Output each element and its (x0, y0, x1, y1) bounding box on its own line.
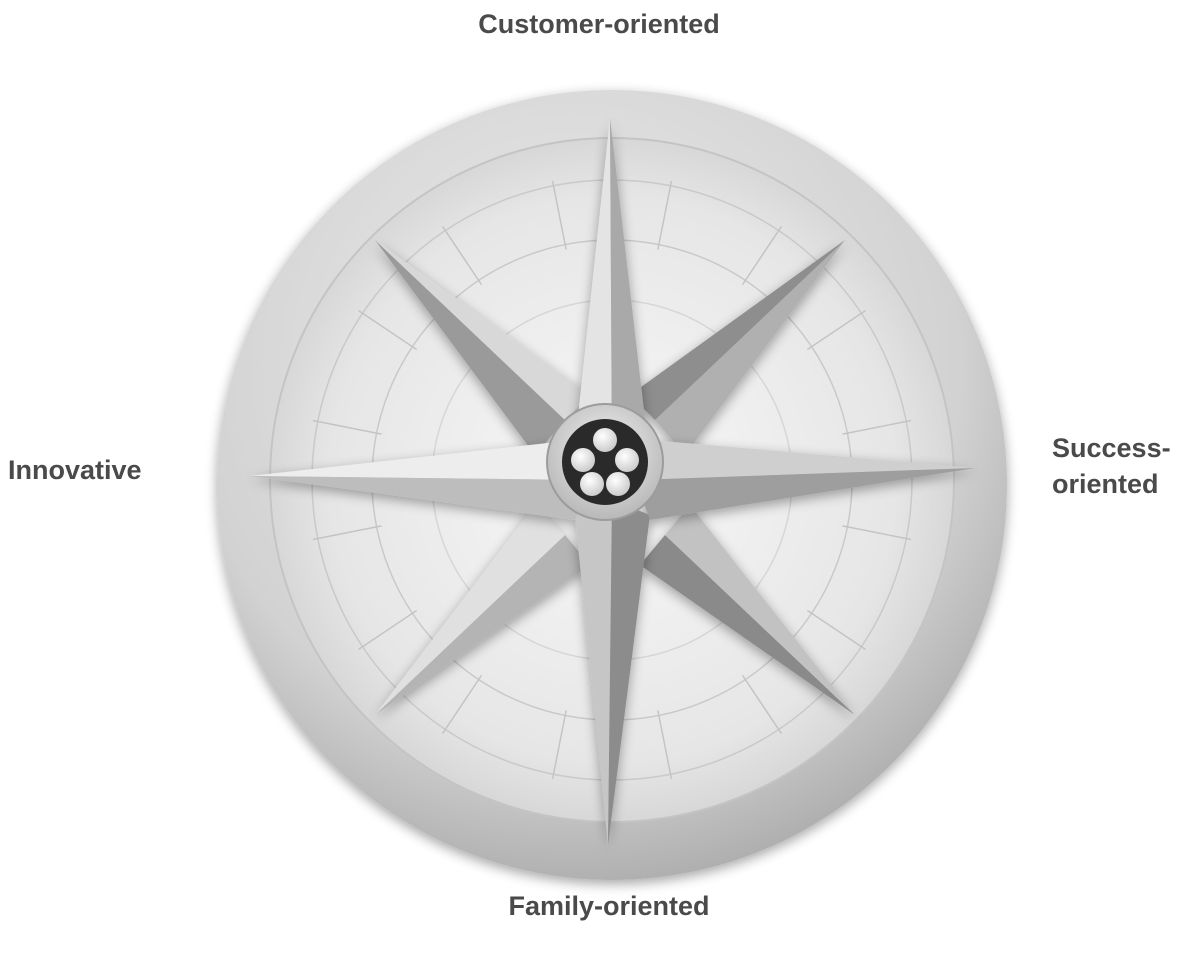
compass-intercardinal-points (375, 240, 855, 715)
label-family-oriented: Family-oriented (508, 891, 710, 921)
compass-tick (441, 225, 483, 286)
compass-tick (842, 525, 912, 541)
compass-tick (657, 180, 673, 250)
label-success-oriented-line2: oriented (1052, 469, 1159, 499)
five-dot-logo-icon (546, 403, 664, 521)
compass-tick (441, 674, 483, 735)
compass-tick (357, 309, 418, 351)
compass-tick (551, 710, 567, 780)
compass-tick (741, 225, 783, 286)
compass-tick (357, 609, 418, 651)
compass-tick (312, 419, 382, 435)
compass-tick (551, 180, 567, 250)
label-success-oriented: Success- oriented (1052, 430, 1192, 502)
compass-cardinal-points (250, 118, 975, 845)
label-success-oriented-line1: Success- (1052, 433, 1171, 463)
compass-tick (842, 419, 912, 435)
compass-tick (657, 710, 673, 780)
compass-tick (741, 674, 783, 735)
label-customer-oriented: Customer-oriented (478, 9, 720, 39)
compass-ticks (312, 180, 912, 780)
compass-tick (806, 309, 867, 351)
compass-tick (312, 525, 382, 541)
label-innovative: Innovative (8, 455, 142, 485)
compass-tick (806, 609, 867, 651)
